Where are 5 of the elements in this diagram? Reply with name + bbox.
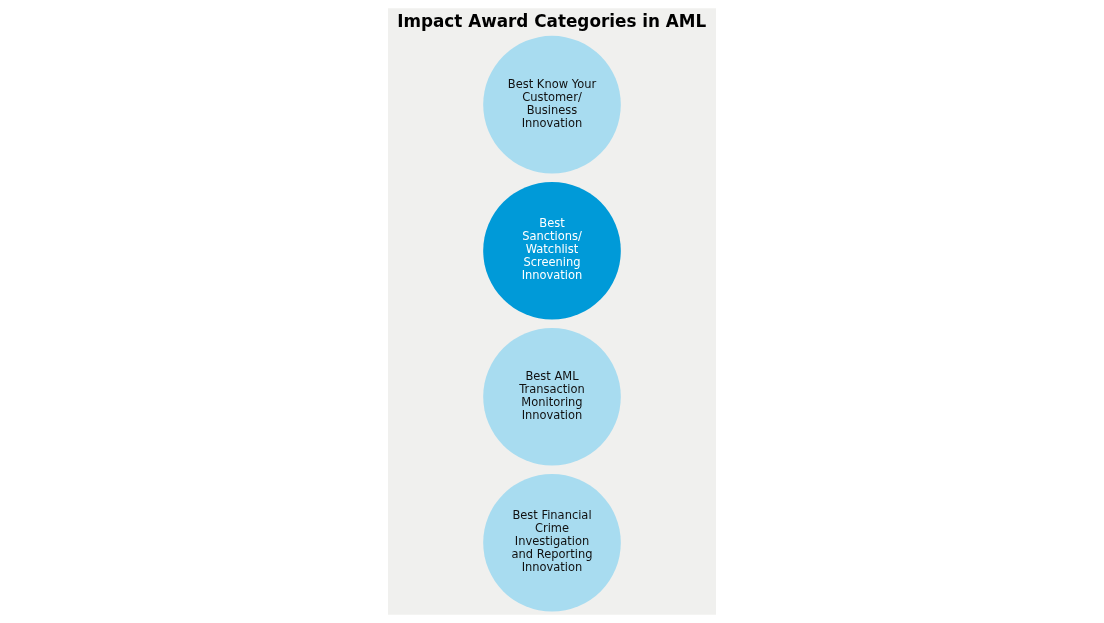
node-circle: Best Know Your Customer/ Business Innovation <box>483 35 621 174</box>
node-circle: Best Sanctions/ Watchlist Screening Innovation <box>483 181 621 320</box>
node-circle: Best AML Transaction Monitoring Innovation <box>483 327 621 466</box>
diagram-title: Impact Award Categories in AML <box>397 11 707 32</box>
node-circle: Best Financial Crime Investigation and Reporting Innovation <box>483 473 621 612</box>
